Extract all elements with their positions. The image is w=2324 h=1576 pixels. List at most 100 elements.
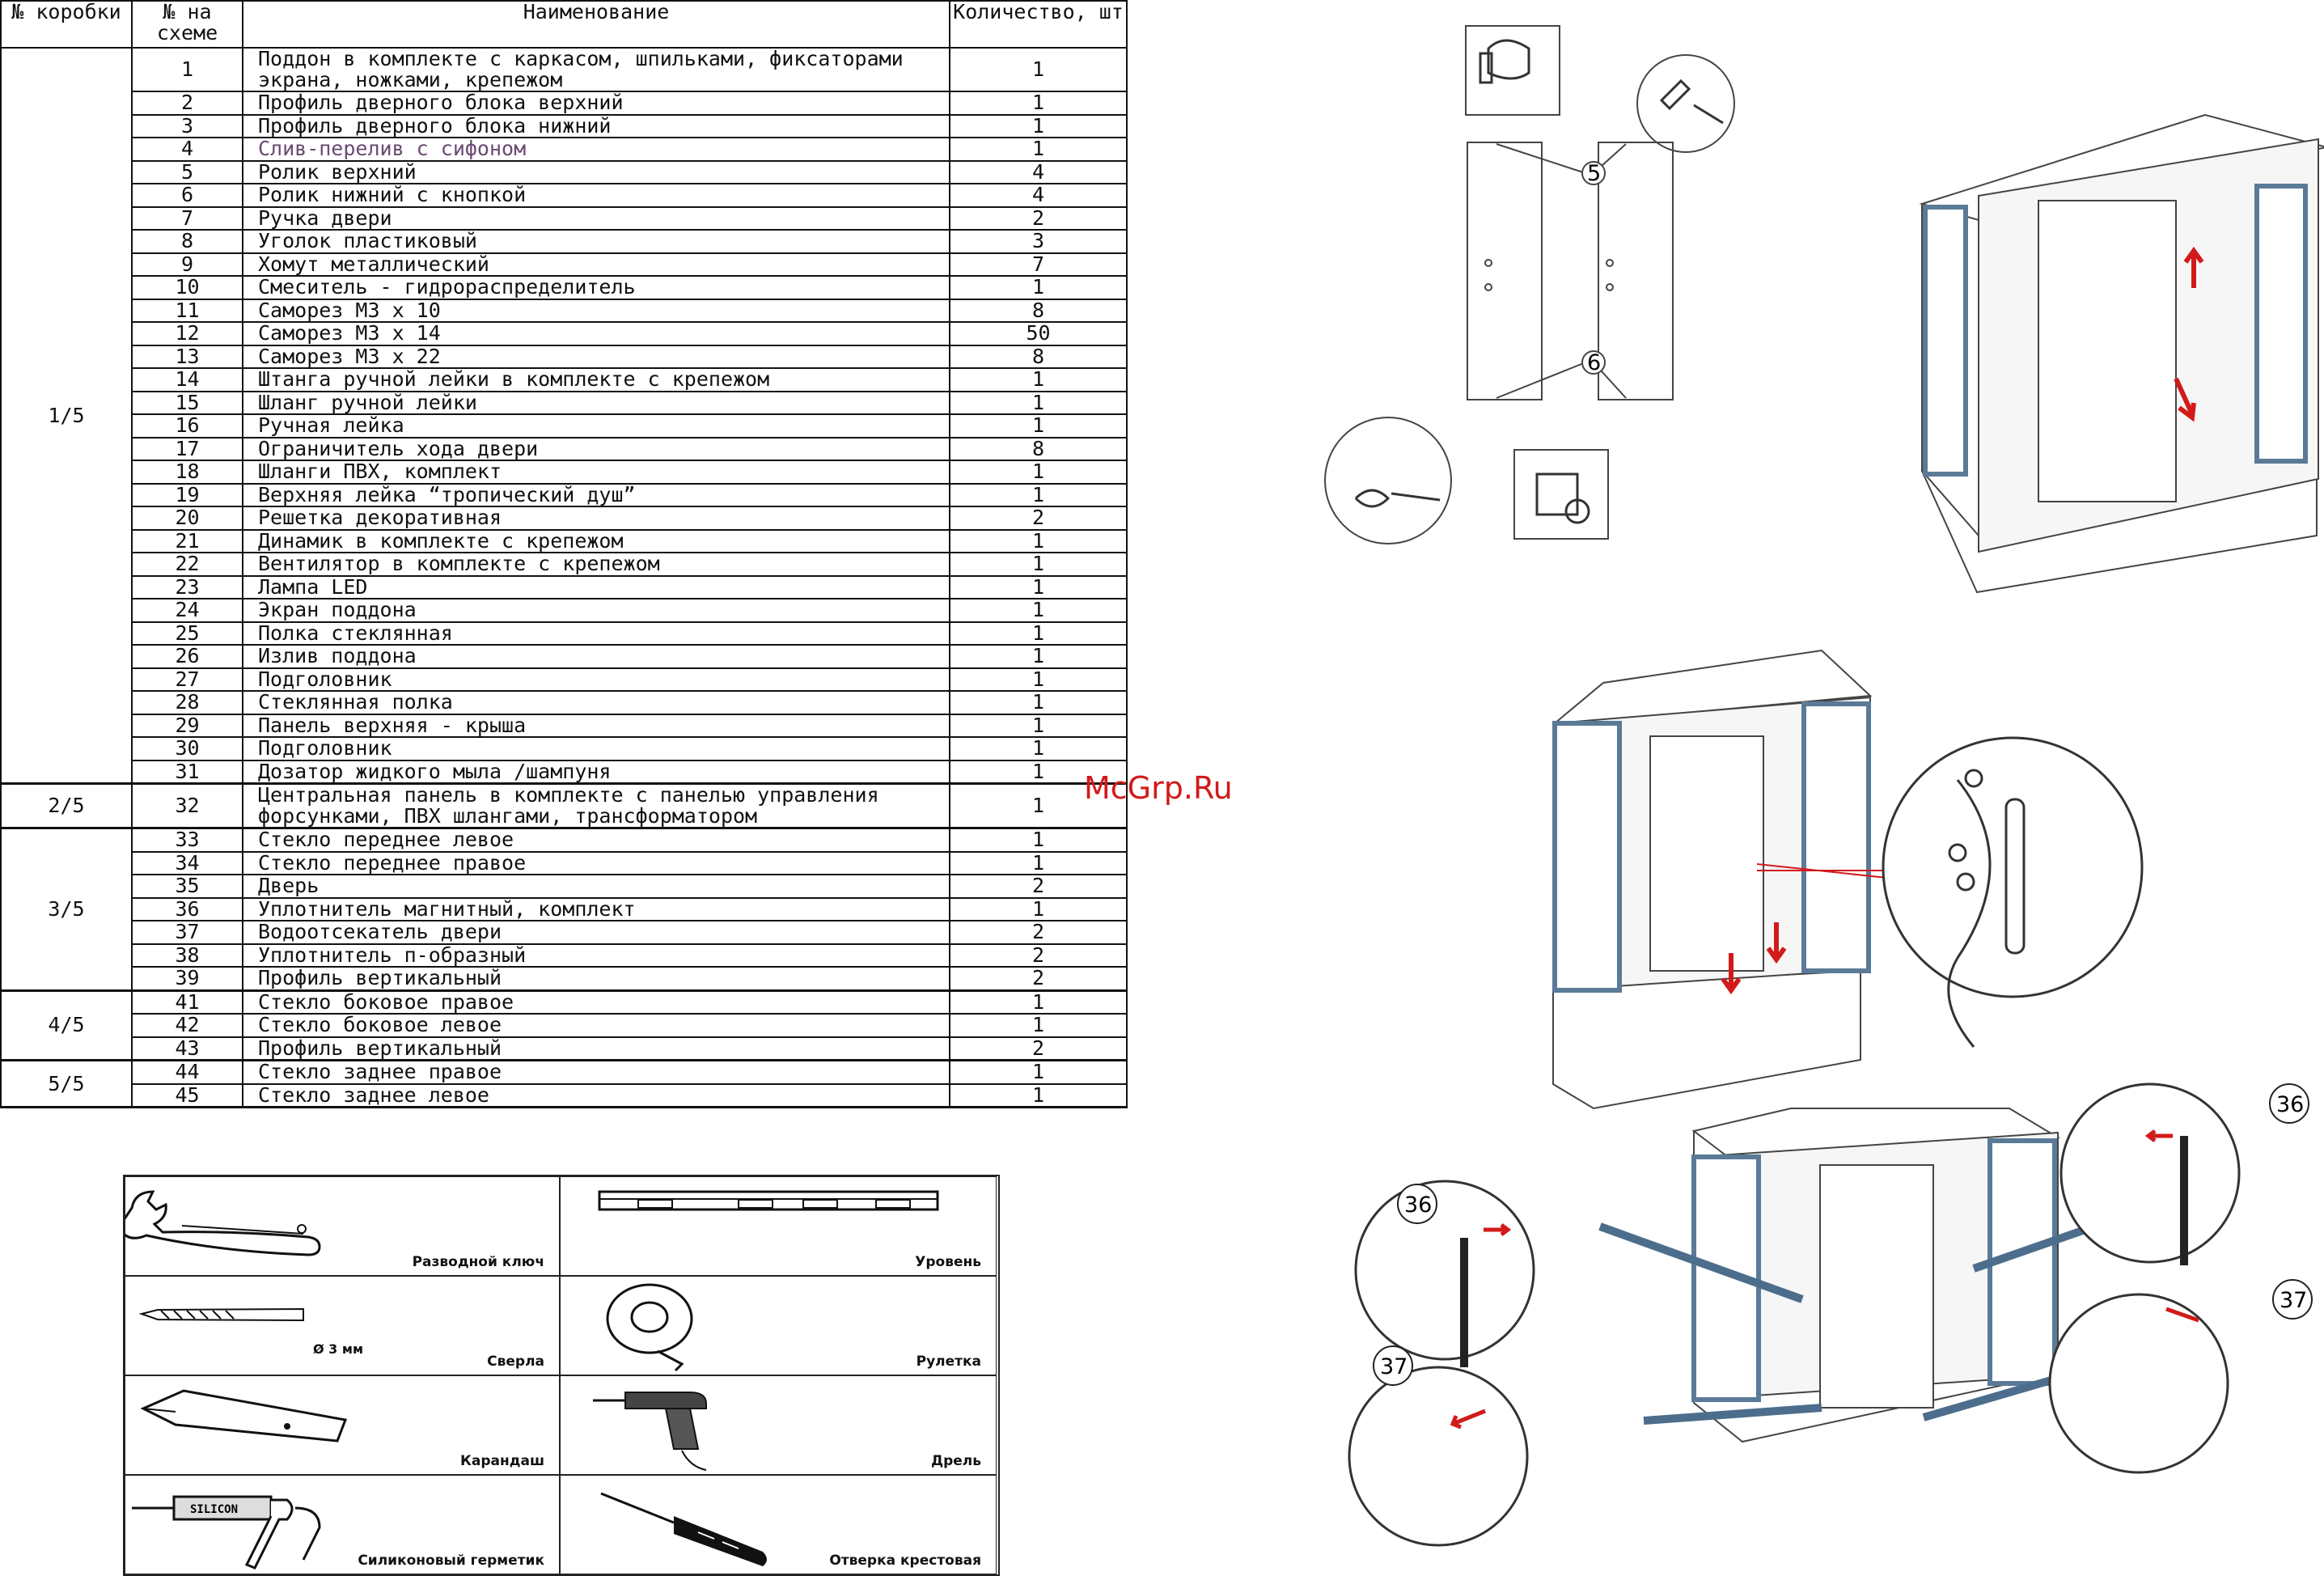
cell-name: Панель верхняя - крыша — [242, 713, 950, 738]
tool-sealant: SILICON Силиконовый герметик — [125, 1475, 560, 1574]
tool-screwdriver-label: Отверка крестовая — [829, 1553, 981, 1569]
cell-num: 45 — [131, 1082, 243, 1108]
cell-name: Ограничитель хода двери — [242, 436, 950, 461]
callout-6: 6 — [1587, 350, 1601, 375]
tool-sealant-label: Силиконовый герметик — [358, 1553, 544, 1569]
cell-qty: 4 — [949, 159, 1128, 184]
door-rollers-diagram — [1324, 25, 1735, 544]
cell-num: 25 — [131, 621, 243, 646]
cell-name: Уплотнитель магнитный, комплект — [242, 896, 950, 921]
roller-button-box — [1513, 449, 1609, 540]
cell-qty: 1 — [949, 736, 1128, 761]
cell-num: 7 — [131, 205, 243, 231]
cell-qty: 1 — [949, 390, 1128, 415]
callout-37-left: 37 — [1380, 1354, 1408, 1379]
tool-level-label: Уровень — [915, 1254, 981, 1270]
sealant-tube-text: SILICON — [190, 1503, 238, 1516]
cell-num: 13 — [131, 344, 243, 369]
cell-name: Саморез М3 х 14 — [242, 321, 950, 346]
cell-qty: 1 — [949, 690, 1128, 715]
cell-name: Уголок пластиковый — [242, 229, 950, 254]
cell-num: 38 — [131, 943, 243, 968]
cell-qty: 1 — [949, 528, 1128, 553]
box-cell: 5/5 — [0, 1059, 133, 1108]
wrench-icon — [125, 1190, 321, 1256]
tool-tape: Рулетка — [560, 1276, 997, 1375]
cell-name: Дверь — [242, 874, 950, 899]
cell-name: Дозатор жидкого мыла /шампуня — [242, 759, 950, 785]
tools-grid: Разводной ключ Уровень Ø 3 мм Сверла Рул… — [123, 1175, 1000, 1576]
cell-name: Профиль вертикальный — [242, 966, 950, 992]
cell-qty: 3 — [949, 229, 1128, 254]
cell-qty: 8 — [949, 436, 1128, 461]
cell-name: Слив-перелив с сифоном — [242, 137, 950, 162]
cell-num: 26 — [131, 644, 243, 669]
cell-qty: 2 — [949, 966, 1128, 992]
tool-screwdriver: Отверка крестовая — [560, 1475, 997, 1574]
cell-num: 10 — [131, 275, 243, 300]
callout-5: 5 — [1587, 161, 1601, 186]
seal-detail-left — [1354, 1180, 1535, 1361]
cell-qty: 1 — [949, 482, 1128, 507]
cell-name: Стекло заднее правое — [242, 1059, 950, 1085]
cell-name: Штанга ручной лейки в комплекте с крепеж… — [242, 367, 950, 392]
cell-qty: 1 — [949, 574, 1128, 599]
cell-name: Излив поддона — [242, 644, 950, 669]
cell-num: 20 — [131, 506, 243, 531]
cell-num: 35 — [131, 874, 243, 899]
cell-num: 17 — [131, 436, 243, 461]
cell-qty: 7 — [949, 252, 1128, 277]
cell-qty: 2 — [949, 1036, 1128, 1061]
seal-detail-right — [2059, 1082, 2241, 1264]
header-qty: Количество, шт — [949, 0, 1128, 49]
cell-num: 4 — [131, 137, 243, 162]
cell-num: 37 — [131, 920, 243, 945]
cell-name: Вентилятор в комплекте с крепежом — [242, 552, 950, 577]
cell-name: Верхняя лейка “тропический душ” — [242, 482, 950, 507]
cell-qty: 1 — [949, 667, 1128, 692]
cell-qty: 1 — [949, 896, 1128, 921]
callout-36-left: 36 — [1404, 1193, 1432, 1218]
cell-name: Профиль дверного блока верхний — [242, 91, 950, 116]
cell-num: 16 — [131, 413, 243, 438]
cell-name: Ручная лейка — [242, 413, 950, 438]
watermark: McGrp.Ru — [1084, 770, 1233, 806]
cell-num: 2 — [131, 91, 243, 116]
cell-qty: 1 — [949, 137, 1128, 162]
cell-num: 3 — [131, 113, 243, 138]
tool-drill-bit-label: Сверла — [487, 1354, 544, 1370]
callout-37-right: 37 — [2280, 1288, 2307, 1313]
cell-name: Динамик в комплекте с крепежом — [242, 528, 950, 553]
cell-qty: 2 — [949, 920, 1128, 945]
tool-wrench: Разводной ключ — [125, 1176, 560, 1276]
cell-num: 39 — [131, 966, 243, 992]
header-num: № на схеме — [131, 0, 243, 49]
drill-diameter: Ø 3 мм — [313, 1341, 364, 1357]
cell-name: Стекло переднее левое — [242, 827, 950, 853]
cell-qty: 1 — [949, 275, 1128, 300]
cell-num: 27 — [131, 667, 243, 692]
deflector-detail-left — [1348, 1366, 1529, 1547]
tool-pencil: Карандаш — [125, 1375, 560, 1475]
screwdriver-icon — [600, 1492, 767, 1566]
cell-num: 1 — [131, 47, 243, 92]
